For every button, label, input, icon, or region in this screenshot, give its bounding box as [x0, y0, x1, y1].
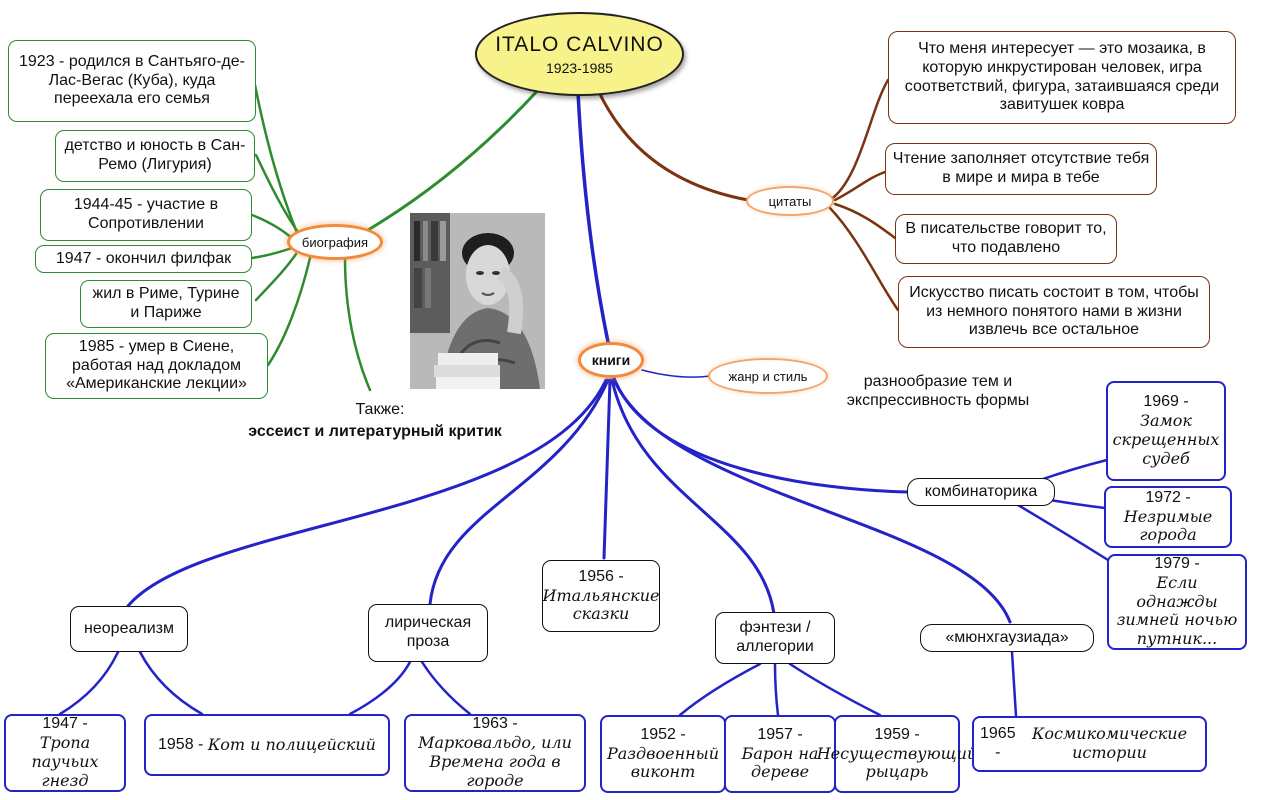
book-baron-year: 1957 -	[757, 725, 803, 743]
book-tropa-year: 1947 -	[42, 715, 88, 733]
bio-resistance[interactable]: 1944-45 - участие в Сопротивлении	[40, 189, 252, 241]
link-fan-rytsar	[788, 662, 882, 717]
link-title-books	[576, 90, 610, 344]
link-books-neorealism	[126, 378, 608, 608]
hub-biography[interactable]: биография	[287, 224, 383, 260]
book-zamok[interactable]: 1969 - Замок скрещенных судеб	[1106, 381, 1226, 481]
link-bio-also	[343, 256, 372, 392]
link-bio-5	[254, 252, 298, 302]
book-kosmikomicheskie-title: Космикомические истории	[1032, 724, 1188, 762]
category-combinatorics[interactable]: комбинаторика	[907, 478, 1055, 506]
book-tropa-title: Тропа паучьих гнезд	[31, 733, 99, 790]
book-vikont-title: Раздвоенный виконт	[607, 743, 719, 782]
book-kot-title: Кот и полицейский	[207, 734, 376, 754]
bio-death[interactable]: 1985 - умер в Сиене, работая над докладо…	[45, 333, 268, 399]
book-rytsar-title: Несуществующий рыцарь	[816, 743, 978, 782]
link-books-fantasy	[610, 378, 776, 616]
book-goroda-year: 1972 -	[1145, 488, 1191, 506]
book-putnik-year: 1979 -	[1154, 554, 1200, 572]
link-bio-1	[253, 83, 302, 242]
bio-graduation[interactable]: 1947 - окончил филфак	[35, 245, 252, 273]
book-kosmikomicheskie[interactable]: 1965 - Космикомические истории	[972, 716, 1207, 772]
link-comb-putnik	[1016, 503, 1110, 562]
link-neo-tropa	[58, 650, 120, 716]
link-neo-kot	[138, 650, 204, 716]
link-books-genre	[641, 369, 711, 378]
link-quote-1	[828, 78, 890, 202]
link-fan-baron	[773, 662, 780, 717]
book-kosmikomicheskie-year: 1965 -	[980, 725, 1016, 761]
hub-books[interactable]: книги	[578, 342, 644, 378]
title-name: ITALO CALVINO	[495, 32, 664, 56]
book-kot[interactable]: 1958 - Кот и полицейский	[144, 714, 390, 776]
book-tropa[interactable]: 1947 - Тропа паучьих гнезд	[4, 714, 126, 792]
portrait-photo	[410, 213, 545, 389]
bio-cities[interactable]: жил в Риме, Турине и Париже	[80, 280, 252, 328]
book-markovaldo-year: 1963 -	[472, 715, 518, 733]
link-comb-zamok	[1038, 458, 1109, 482]
link-comb-goroda	[1048, 498, 1107, 510]
hub-genre[interactable]: жанр и стиль	[708, 358, 828, 394]
link-books-combinatorics	[612, 376, 910, 494]
bio-childhood[interactable]: детство и юность в Сан-Ремо (Лигурия)	[55, 130, 255, 182]
category-lyric[interactable]: лирическая проза	[368, 604, 488, 662]
link-books-lyric	[428, 378, 610, 606]
quote-mosaic[interactable]: Что меня интересует — это мозаика, в кот…	[888, 31, 1236, 124]
link-bio-2	[254, 153, 304, 240]
book-rytsar-year: 1959 -	[874, 725, 920, 743]
book-skazki[interactable]: 1956 - Итальянские сказки	[542, 560, 660, 632]
link-books-skazki	[602, 378, 612, 560]
bio-birth[interactable]: 1923 - родился в Сантьяго-де-Лас-Вегас (…	[8, 40, 256, 122]
link-quote-3	[833, 202, 897, 240]
book-kot-year: 1958 -	[158, 735, 204, 753]
book-vikont-year: 1952 -	[640, 725, 686, 743]
book-goroda[interactable]: 1972 - Незримые города	[1104, 486, 1232, 548]
book-skazki-title: Итальянские сказки	[542, 585, 660, 624]
category-fantasy[interactable]: фэнтези / аллегории	[715, 612, 835, 664]
title-years: 1923-1985	[546, 59, 613, 76]
also-label: Также:	[355, 401, 405, 418]
link-title-biography	[366, 86, 542, 232]
book-putnik[interactable]: 1979 - Если однажды зимней ночью путник.…	[1107, 554, 1247, 650]
book-zamok-year: 1969 -	[1143, 393, 1189, 411]
link-lyric-marko	[420, 660, 472, 716]
link-fan-vikont	[678, 662, 762, 717]
book-putnik-title: Если однажды зимней ночью путник...	[1116, 572, 1238, 649]
central-title-node[interactable]: ITALO CALVINO 1923-1985	[475, 12, 684, 96]
link-quote-2	[833, 170, 887, 202]
book-markovaldo[interactable]: 1963 - Марковальдо, или Времена года в г…	[404, 714, 586, 792]
link-title-quotes	[596, 88, 750, 202]
book-zamok-title: Замок скрещенных судеб	[1112, 411, 1220, 468]
book-rytsar[interactable]: 1959 - Несуществующий рыцарь	[817, 715, 977, 793]
hub-quotes[interactable]: цитаты	[746, 186, 834, 216]
also-text: эссеист и литературный критик	[248, 423, 502, 440]
category-neorealism[interactable]: неореализм	[70, 606, 188, 652]
category-munchausen[interactable]: «мюнхгаузиада»	[920, 624, 1094, 652]
quote-writing[interactable]: В писательстве говорит то, что подавлено	[895, 214, 1117, 264]
genre-text: разнообразие тем и экспрессивность формы	[846, 373, 1030, 410]
book-baron-title: Барон на дереве	[741, 743, 819, 782]
link-mun-kosmi	[1010, 650, 1018, 718]
book-markovaldo-title: Марковальдо, или Времена года в городе	[418, 733, 572, 790]
book-goroda-title: Незримые города	[1123, 506, 1213, 545]
quote-art[interactable]: Искусство писать состоит в том, чтобы из…	[898, 276, 1210, 348]
book-vikont[interactable]: 1952 - Раздвоенный виконт	[600, 715, 726, 793]
quote-reading[interactable]: Чтение заполняет отсутствие тебя в мире …	[885, 143, 1157, 195]
book-skazki-year: 1956 -	[578, 567, 624, 585]
link-lyric-kot	[348, 660, 412, 716]
link-bio-6	[266, 256, 312, 367]
link-quote-4	[828, 206, 900, 312]
link-bio-3	[250, 213, 294, 240]
link-bio-4	[250, 246, 294, 260]
